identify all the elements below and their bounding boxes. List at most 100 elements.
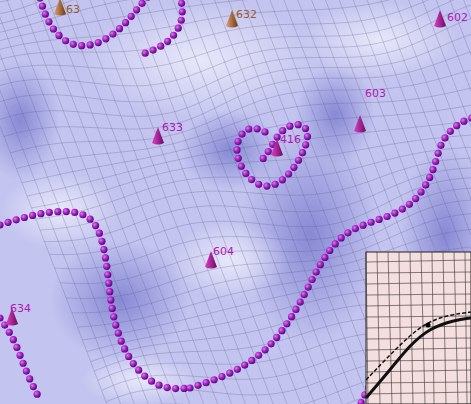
- inset-grid: [366, 294, 471, 295]
- contour-dot: [234, 138, 241, 145]
- contour-dot: [21, 214, 28, 221]
- contour-dot: [265, 148, 272, 155]
- contour-dot: [109, 30, 116, 37]
- contour-dot: [98, 238, 105, 245]
- contour-dot: [255, 352, 262, 359]
- contour-dot: [135, 367, 142, 374]
- contour-dot: [422, 181, 429, 188]
- mesh-line: [58, 0, 240, 404]
- mesh-line: [36, 101, 471, 219]
- contour-dot: [186, 384, 193, 391]
- contour-dot: [283, 320, 290, 327]
- contour-dot: [39, 3, 46, 10]
- contour-dot: [263, 183, 270, 190]
- mesh-line: [44, 124, 471, 242]
- contour-dot: [233, 146, 240, 153]
- contour-dot: [141, 372, 148, 379]
- contour-dot: [278, 327, 285, 334]
- contour-dot: [211, 376, 218, 383]
- inset-grid: [366, 382, 471, 383]
- contour-dot: [118, 338, 125, 345]
- contour-dot: [321, 254, 328, 261]
- contour-dot: [273, 334, 280, 341]
- contour-dot: [435, 150, 442, 157]
- contour-dot: [13, 344, 20, 351]
- contour-dot: [138, 0, 145, 7]
- contour-dot: [260, 155, 267, 162]
- contour-dot: [332, 240, 339, 247]
- contour-dot: [194, 382, 201, 389]
- mesh-line: [70, 0, 254, 404]
- contour-dot: [29, 212, 36, 219]
- mesh-line: [135, 0, 319, 404]
- contour-dot: [235, 155, 242, 162]
- contour-dot: [305, 283, 312, 290]
- contour-dot: [295, 157, 302, 164]
- contour-dot: [106, 288, 113, 295]
- contour-dot: [288, 313, 295, 320]
- contour-dot: [87, 41, 94, 48]
- mesh-line: [0, 0, 155, 404]
- well-marker: [54, 0, 66, 16]
- mesh-line: [82, 0, 267, 404]
- contour-dot: [103, 263, 110, 270]
- contour-dot: [175, 25, 182, 32]
- inset-grid: [366, 360, 471, 361]
- inset-grid: [366, 304, 471, 306]
- contour-dot: [130, 360, 137, 367]
- mesh-line: [0, 0, 129, 404]
- well-label: 603: [365, 88, 386, 100]
- contour-dot: [100, 246, 107, 253]
- inset-grid: [366, 282, 471, 284]
- well-label: 633: [162, 122, 183, 134]
- inset-grid: [421, 252, 425, 404]
- contour-dot: [299, 149, 306, 156]
- inset-frame: [366, 252, 471, 404]
- mesh-line: [0, 0, 471, 67]
- mesh-line: [40, 111, 471, 230]
- contour-dot: [391, 210, 398, 217]
- inset-grid: [443, 252, 446, 404]
- mesh-line: [9, 0, 182, 404]
- contour-dot: [109, 305, 116, 312]
- contour-dot: [112, 321, 119, 328]
- contour-dot: [301, 291, 308, 298]
- contour-dot: [468, 114, 471, 121]
- mesh-line: [4, 43, 471, 136]
- contour-dot: [4, 219, 11, 226]
- contour-dot: [164, 38, 171, 45]
- contour-dot: [326, 247, 333, 254]
- contour-dot: [37, 210, 44, 217]
- inset-grid: [366, 370, 471, 372]
- contour-dot: [46, 209, 53, 216]
- well-label: 634: [10, 303, 31, 315]
- contour-dot: [20, 360, 27, 367]
- contour-dot: [42, 11, 49, 18]
- contour-dot: [164, 384, 171, 391]
- contour-dot: [0, 314, 4, 321]
- contour-dot: [261, 128, 268, 135]
- contour-dot: [286, 123, 293, 130]
- surface-shading: [0, 170, 120, 250]
- inset-grid: [366, 260, 471, 262]
- well-label: 632: [236, 9, 257, 21]
- contour-dot: [242, 170, 249, 177]
- contour-dot: [248, 357, 255, 364]
- contour-dot: [268, 340, 275, 347]
- contour-dot: [241, 361, 248, 368]
- inset-grid: [465, 252, 467, 404]
- surface-shading: [170, 220, 290, 300]
- inset-line: [366, 312, 471, 380]
- contour-dot: [297, 298, 304, 305]
- contour-dot: [102, 35, 109, 42]
- well-marker: [354, 115, 366, 133]
- mesh-line: [10, 59, 471, 153]
- contour-dot: [157, 43, 164, 50]
- contour-dot: [30, 383, 37, 390]
- contour-dot: [172, 385, 179, 392]
- contour-dot: [384, 213, 391, 220]
- contour-dot: [368, 219, 375, 226]
- contour-dot: [16, 352, 23, 359]
